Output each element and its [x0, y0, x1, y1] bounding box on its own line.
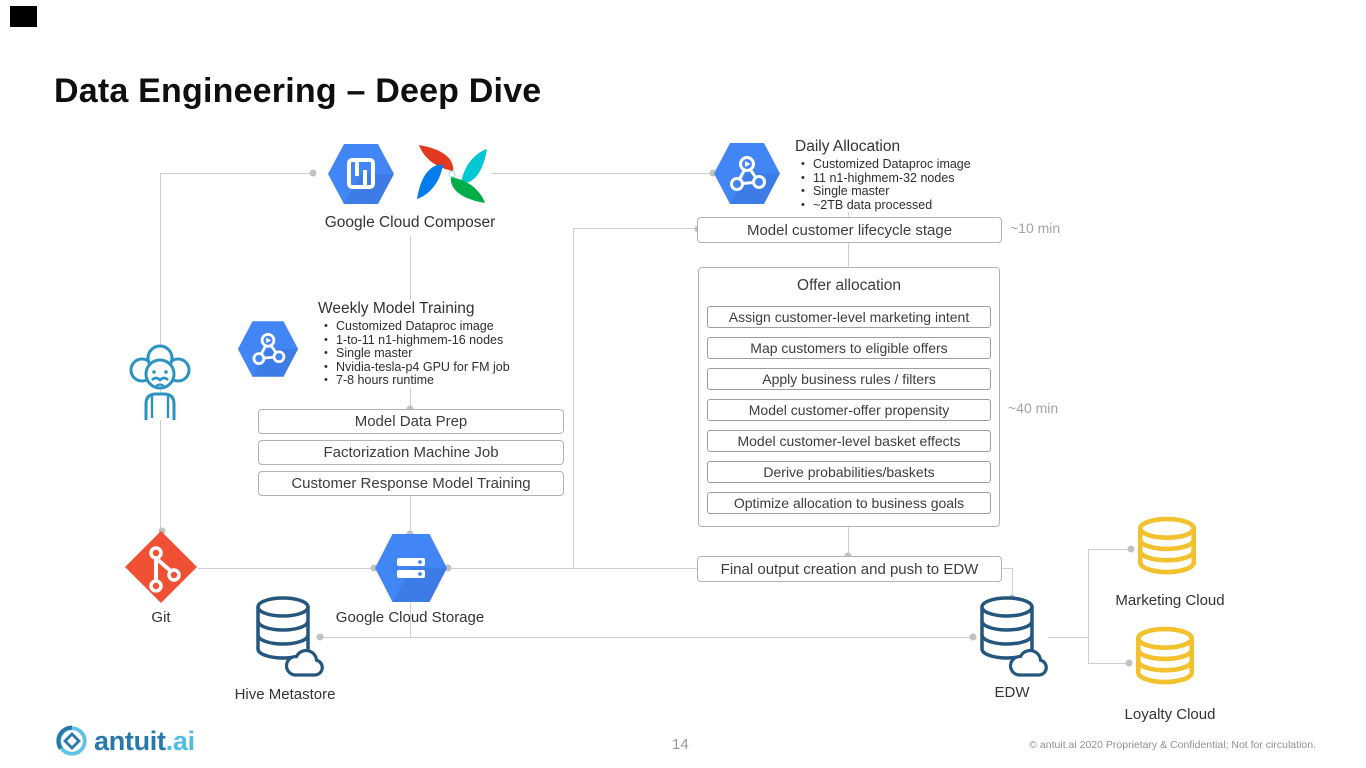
lifecycle-stage-box: Model customer lifecycle stage — [697, 217, 1002, 243]
copyright-text: © antuit.ai 2020 Proprietary & Confident… — [1029, 739, 1316, 751]
antuit-logo: antuit.ai — [55, 724, 195, 758]
training-step-box: Model Data Prep — [258, 409, 564, 434]
cloud-storage-icon — [374, 533, 448, 608]
offer-allocation-box: Offer allocation Assign customer-level m… — [698, 267, 1000, 527]
git-label: Git — [151, 609, 171, 626]
edw-label: EDW — [994, 684, 1030, 701]
antuit-logo-text: antuit.ai — [94, 725, 195, 756]
offer-allocation-time: ~40 min — [1008, 400, 1059, 416]
airflow-icon — [413, 141, 491, 212]
hive-label: Hive Metastore — [234, 686, 336, 703]
offer-step: Derive probabilities/baskets — [707, 461, 991, 483]
hive-metastore-icon — [248, 595, 326, 684]
page-number: 14 — [672, 736, 689, 753]
offer-allocation-title: Offer allocation — [797, 277, 901, 294]
corner-mark — [10, 6, 37, 27]
lifecycle-time: ~10 min — [1010, 220, 1061, 236]
offer-step: Model customer-offer propensity — [707, 399, 991, 421]
training-step-box: Customer Response Model Training — [258, 471, 564, 496]
dataproc-daily-icon — [713, 142, 781, 210]
antuit-logo-icon — [56, 725, 87, 756]
training-step-box: Factorization Machine Job — [258, 440, 564, 465]
offer-step: Map customers to eligible offers — [707, 337, 991, 359]
offer-step: Assign customer-level marketing intent — [707, 306, 991, 328]
daily-allocation-notes: Daily Allocation Customized Dataproc ima… — [795, 138, 1010, 212]
scientist-icon — [124, 342, 196, 427]
cloud-composer-icon — [327, 143, 395, 210]
offer-step: Model customer-level basket effects — [707, 430, 991, 452]
dataproc-weekly-icon — [237, 320, 299, 383]
composer-label: Google Cloud Composer — [324, 214, 496, 231]
loyalty-cloud-label: Loyalty Cloud — [1124, 706, 1216, 723]
offer-step: Apply business rules / filters — [707, 368, 991, 390]
git-icon — [124, 530, 198, 609]
edw-icon — [972, 595, 1050, 684]
final-output-box: Final output creation and push to EDW — [697, 556, 1002, 582]
offer-step: Optimize allocation to business goals — [707, 492, 991, 514]
loyalty-cloud-icon — [1129, 626, 1201, 701]
page-title: Data Engineering – Deep Dive — [54, 72, 542, 110]
daily-allocation-title: Daily Allocation — [795, 138, 901, 155]
weekly-training-notes: Weekly Model Training Customized Datapro… — [318, 300, 536, 388]
weekly-training-title: Weekly Model Training — [318, 300, 475, 317]
marketing-cloud-label: Marketing Cloud — [1115, 592, 1225, 609]
marketing-cloud-icon — [1131, 516, 1203, 591]
gcs-label: Google Cloud Storage — [335, 609, 485, 626]
